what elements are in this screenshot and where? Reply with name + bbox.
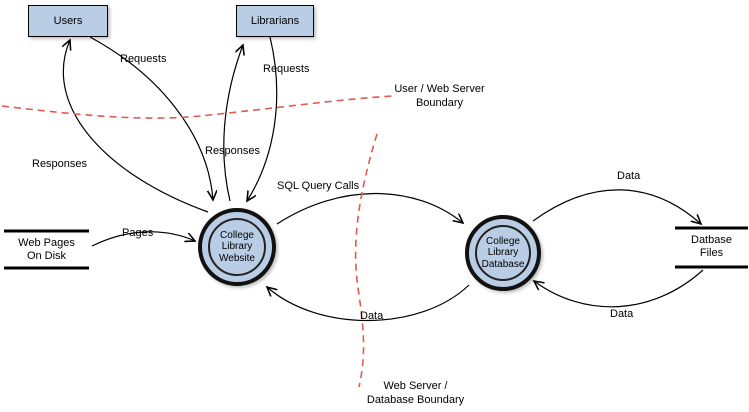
- datastore-webpages: Web Pages On Disk: [4, 237, 89, 263]
- entity-librarians-label: Librarians: [250, 15, 300, 27]
- process-database: College Library Database: [465, 215, 541, 291]
- flow-label-users-requests: Requests: [120, 53, 167, 65]
- boundary-label-user-webserver: User / Web Server Boundary: [382, 82, 497, 110]
- flow-users-responses-arrow: [63, 40, 209, 213]
- process-database-inner: College Library Database: [475, 225, 531, 281]
- datastore-dbfiles-line2: Files: [699, 247, 724, 259]
- flow-label-librarians-requests: Requests: [263, 63, 310, 75]
- flow-users-requests-arrow: [89, 36, 213, 200]
- flow-label-data-db-to-files: Data: [617, 170, 641, 182]
- datastore-webpages-line2: On Disk: [26, 250, 67, 262]
- flow-label-data-files-to-db: Data: [610, 308, 634, 320]
- process-website-inner: College Library Website: [208, 218, 266, 276]
- flow-label-users-responses: Responses: [32, 158, 88, 170]
- flow-librarians-requests-arrow: [247, 36, 278, 201]
- datastore-dbfiles-line1: Datbase: [691, 234, 732, 246]
- process-website: College Library Website: [198, 208, 276, 286]
- process-website-line2: Library: [221, 241, 253, 253]
- flow-data-db-to-site-arrow: [267, 284, 470, 322]
- flow-label-pages: Pages: [122, 227, 154, 239]
- flow-label-data-db-to-site: Data: [360, 310, 384, 322]
- process-website-line3: Website: [219, 252, 255, 264]
- process-database-line1: College: [486, 235, 520, 247]
- flow-data-files-to-db-arrow: [534, 269, 704, 308]
- datastore-webpages-line1: Web Pages: [18, 237, 75, 249]
- boundary-webserver-database-line: [354, 133, 378, 388]
- flow-sql-query-calls-arrow: [276, 193, 463, 225]
- boundary-label-webserver-database: Web Server / Database Boundary: [358, 379, 473, 407]
- process-database-line2: Library: [487, 247, 519, 259]
- flow-label-sql-query-calls: SQL Query Calls: [277, 180, 360, 192]
- flow-librarians-responses-arrow: [223, 45, 243, 202]
- entity-users: Users: [28, 5, 108, 37]
- datastore-dbfiles: Datbase Files: [675, 234, 748, 260]
- boundary-user-webserver-line: [1, 95, 394, 119]
- process-website-line1: College: [220, 229, 254, 241]
- boundary-label-webserver-database-line2: Database Boundary: [366, 394, 465, 406]
- entity-librarians: Librarians: [236, 5, 314, 37]
- flow-data-db-to-files-arrow: [532, 189, 701, 224]
- boundary-label-user-webserver-line2: Boundary: [415, 97, 464, 109]
- boundary-label-user-webserver-line1: User / Web Server: [394, 83, 485, 95]
- flow-pages-arrow: [91, 231, 195, 247]
- process-database-line3: Database: [481, 258, 525, 270]
- boundary-label-webserver-database-line1: Web Server /: [383, 380, 448, 392]
- entity-users-label: Users: [53, 15, 83, 27]
- flow-label-librarians-responses: Responses: [205, 145, 261, 157]
